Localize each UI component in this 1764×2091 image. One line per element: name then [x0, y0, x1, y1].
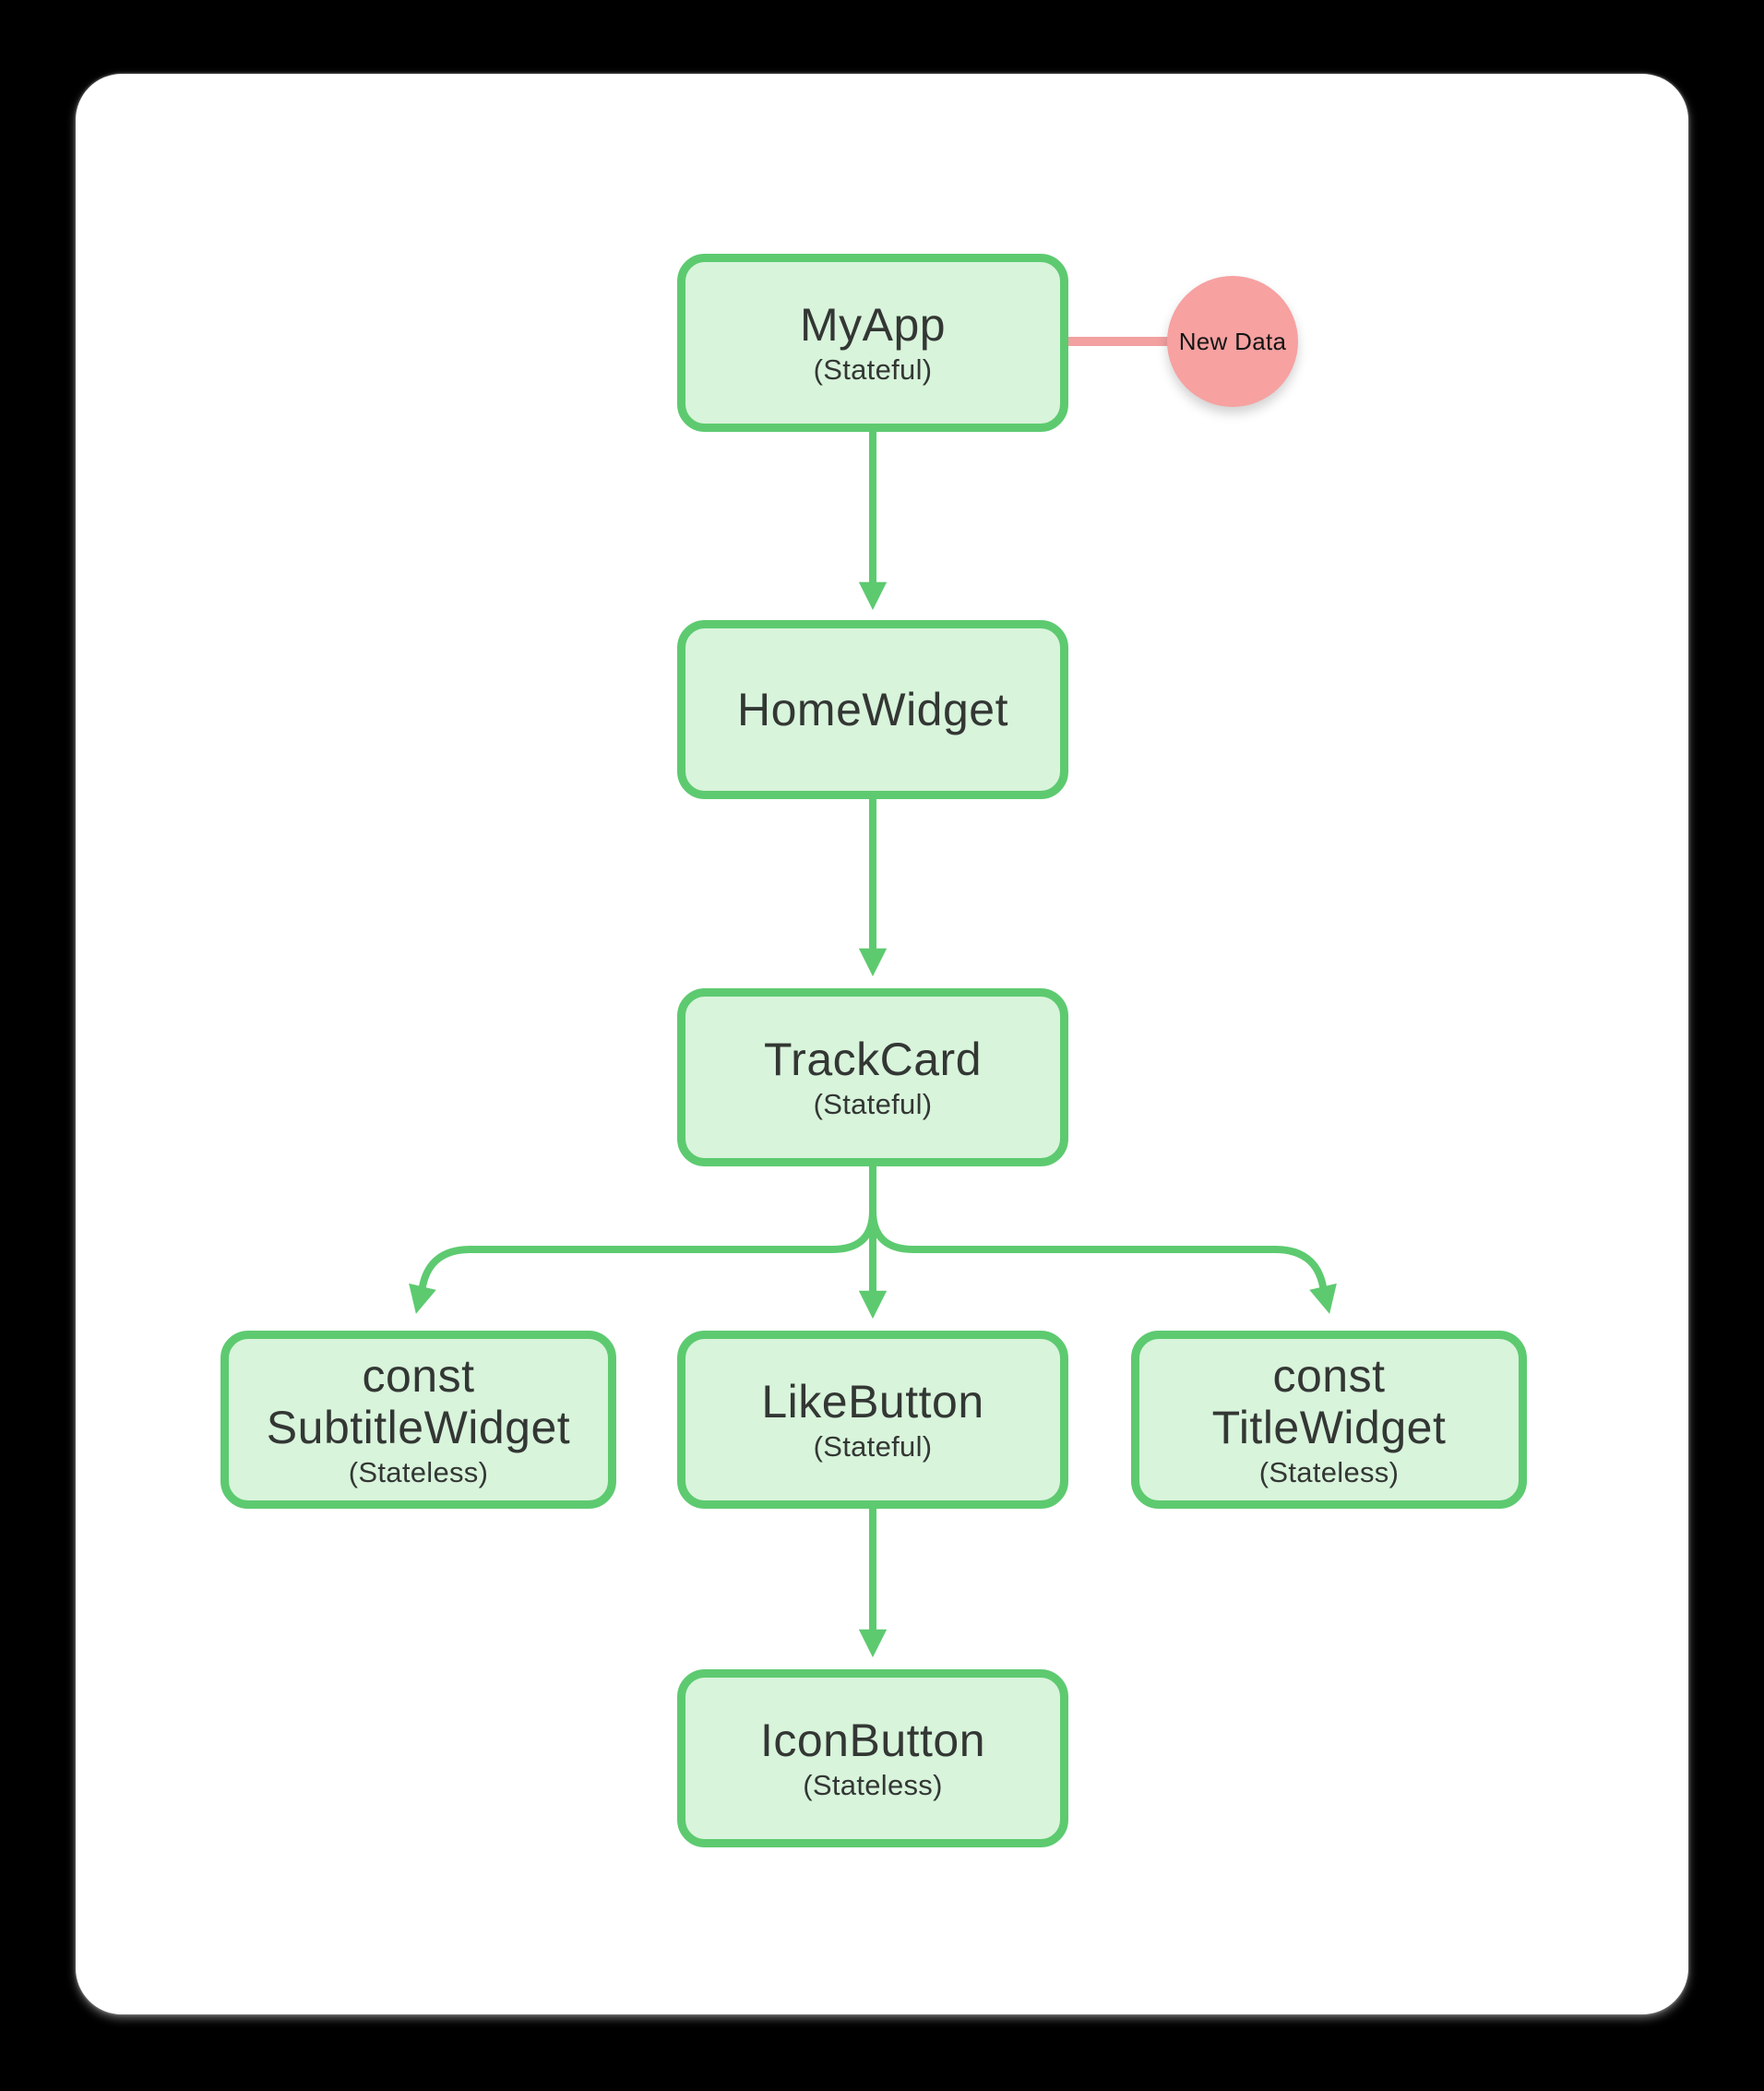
- node-title-line2: SubtitleWidget: [266, 1402, 571, 1454]
- node-trackcard: TrackCard (Stateful): [677, 988, 1068, 1166]
- node-likebutton: LikeButton (Stateful): [677, 1331, 1068, 1509]
- node-title: TrackCard: [763, 1034, 983, 1086]
- node-subtitle: (Stateless): [803, 1769, 943, 1802]
- connector-layer: [409, 337, 1337, 1658]
- node-subtitle: (Stateful): [813, 353, 933, 387]
- node-myapp: MyApp (Stateful): [677, 254, 1068, 432]
- node-title: const: [362, 1350, 475, 1403]
- node-title: LikeButton: [761, 1376, 984, 1428]
- node-title-line2: TitleWidget: [1211, 1402, 1447, 1454]
- edge-trackcard-titlewidget: [869, 1166, 1337, 1314]
- diagram-card: MyApp (Stateful) HomeWidget TrackCard (S…: [76, 74, 1688, 2014]
- node-title: IconButton: [759, 1715, 986, 1767]
- node-titlewidget: const TitleWidget (Stateless): [1131, 1331, 1527, 1509]
- node-title: const: [1272, 1350, 1386, 1403]
- node-title: HomeWidget: [737, 684, 1008, 735]
- node-iconbutton: IconButton (Stateless): [677, 1669, 1068, 1847]
- event-badge-label: New Data: [1178, 327, 1287, 355]
- node-subtitlewidget: const SubtitleWidget (Stateless): [220, 1331, 616, 1509]
- node-subtitle: (Stateful): [813, 1430, 933, 1464]
- node-subtitle: (Stateless): [348, 1456, 489, 1489]
- node-subtitle: (Stateless): [1258, 1456, 1400, 1489]
- node-title: MyApp: [799, 299, 947, 352]
- node-subtitle: (Stateful): [813, 1088, 933, 1121]
- node-homewidget: HomeWidget: [677, 620, 1068, 799]
- new-data-event-badge: New Data: [1167, 276, 1298, 407]
- edge-trackcard-subtitlewidget: [409, 1166, 876, 1314]
